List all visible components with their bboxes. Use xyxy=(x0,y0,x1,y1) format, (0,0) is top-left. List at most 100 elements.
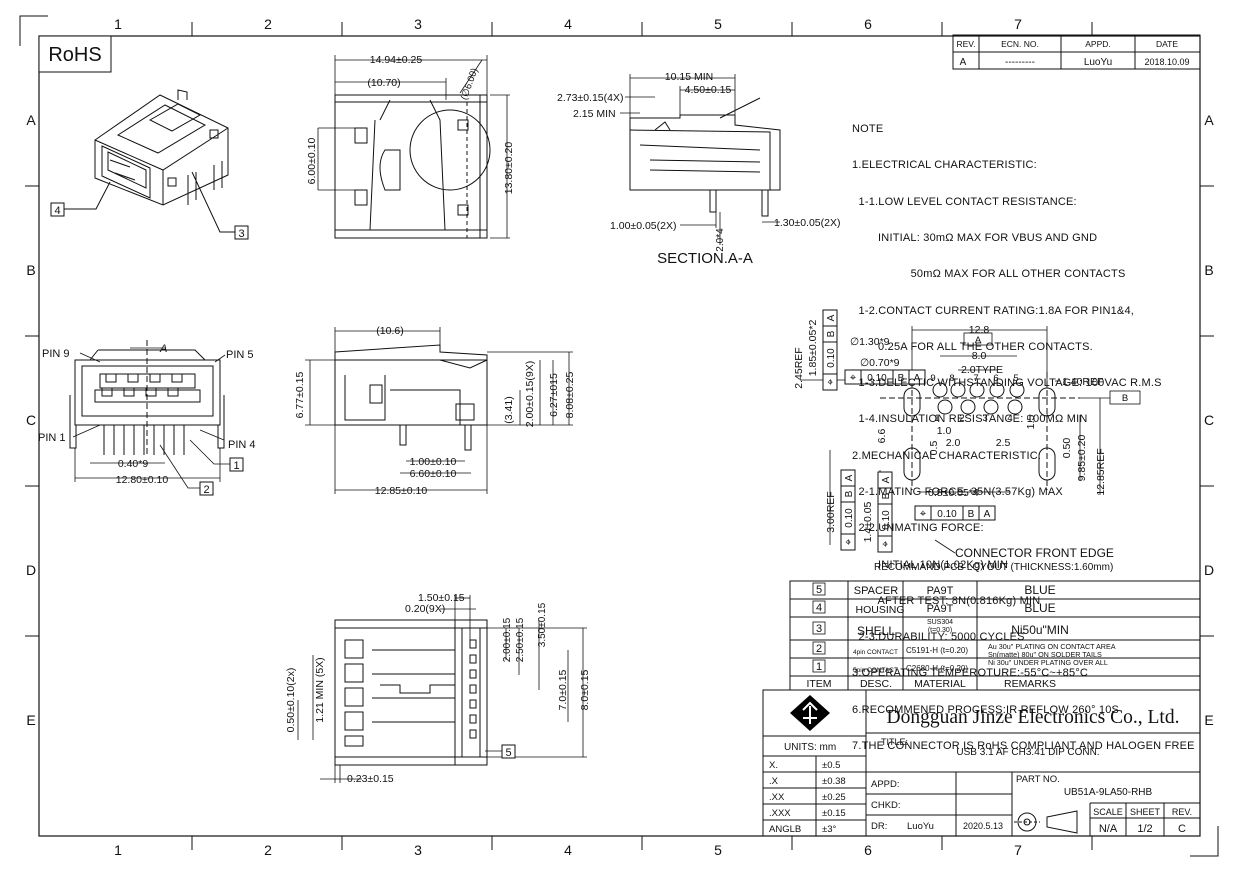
ecn-value: --------- xyxy=(1005,57,1035,68)
bom-material: C2680-H (t=0.20) xyxy=(906,664,968,673)
tolerance-datum: A xyxy=(914,373,921,384)
note-line: 1-2.CONTACT CURRENT RATING:1.8A FOR PIN1… xyxy=(852,304,1135,317)
units-label: UNITS: mm xyxy=(784,742,836,753)
front-view-dim-lines xyxy=(72,347,226,482)
pcb-dim-6-6: 6.6 xyxy=(876,429,888,444)
dim-bottom-b: 2.50±0.15 xyxy=(515,617,526,662)
pcb-dim-span: 12.8 xyxy=(969,324,990,336)
pcb-datum-b: B xyxy=(1122,393,1128,404)
dr-label: DR: xyxy=(871,821,887,832)
pcb-edge-label: CONNECTOR FRONT EDGE xyxy=(955,546,1114,560)
dim-bottom-a: 2.00±0.15 xyxy=(502,617,513,662)
note-line: 6.RECOMMENED PROCESS:IR REFLOW 260° 10S xyxy=(852,703,1120,716)
bottom-balloon-5: 5 xyxy=(485,744,516,759)
tolerance-datum: A xyxy=(844,474,855,481)
bom-remarks: BLUE xyxy=(1024,601,1055,615)
ecn-header: ECN. NO. xyxy=(1001,39,1039,49)
pcb-layout xyxy=(880,372,1080,490)
dim-overall-depth: 13.80±0.20 xyxy=(503,142,515,195)
position-icon: ⌖ xyxy=(920,508,926,520)
bom-item: 5 xyxy=(816,584,822,596)
position-icon: ⌖ xyxy=(843,539,855,545)
dim-section-post-width: 1.30±0.05(2X) xyxy=(774,217,840,229)
front-section-marker: A xyxy=(159,343,167,355)
note-line: INITIAL: 30mΩ MAX FOR VBUS AND GND xyxy=(852,232,1098,245)
zone-row-label: D xyxy=(1204,562,1214,578)
zone-labels: 1 2 3 4 5 6 7 1 2 3 4 5 6 7 A B C D E A … xyxy=(26,16,1214,858)
pcb-dim-row: 8.0 xyxy=(972,350,987,362)
title-label: TITLE: xyxy=(881,737,908,747)
bom-item: 2 xyxy=(816,643,822,655)
side-view-dim-lines xyxy=(305,327,573,494)
note-line: 1-3.DELECTIC WITHSTANDING VOLTAGE: 100VA… xyxy=(852,377,1162,390)
part-no-label: PART NO. xyxy=(1016,774,1060,785)
tolerance-value: 0.10 xyxy=(937,509,957,520)
tolerance-frame: ⌖ 0.10 B A xyxy=(914,505,996,521)
tolerance-value: ±0.15 xyxy=(822,808,846,819)
part-number: UB51A-9LA50-RHB xyxy=(1064,787,1153,798)
note-line: 2-3.DURABILITY: 5000 CYCLES xyxy=(852,631,1025,644)
zone-col-label: 2 xyxy=(264,842,272,858)
appd-label: APPD: xyxy=(871,779,900,790)
pcb-pin-number: 9 xyxy=(930,373,935,384)
side-view xyxy=(334,344,488,451)
dim-section-pitch: 2.0*4 xyxy=(715,228,726,252)
zone-col-label: 5 xyxy=(714,16,722,32)
front-view xyxy=(69,340,225,455)
pcb-pin-number: 8 xyxy=(949,373,954,384)
pcb-dim-3-00: 3.00REF xyxy=(825,491,837,532)
appd-header: APPD. xyxy=(1085,39,1111,49)
pcb-dim-1-5: 1.5 xyxy=(1025,415,1037,430)
zone-col-label: 2 xyxy=(264,16,272,32)
bom-header-desc: DESC. xyxy=(860,678,892,690)
dim-section-lip: 4.50±0.15 xyxy=(685,84,732,96)
pcb-datum-a: A xyxy=(975,335,982,346)
projection-symbol-icon xyxy=(1014,810,1078,834)
rev-value: A xyxy=(960,57,967,68)
dim-bottom-d: 7.0±0.15 xyxy=(557,669,569,710)
bom-header-material: MATERIAL xyxy=(914,678,966,690)
iso-balloon-3: 3 xyxy=(191,171,249,240)
bom-header-remarks: REMARKS xyxy=(1004,678,1056,690)
chkd-label: CHKD: xyxy=(871,800,901,811)
dim-bottom-offset: 1.50±0.15 xyxy=(418,592,465,604)
zone-row-label: E xyxy=(26,712,35,728)
tolerance-datum: A xyxy=(826,314,837,321)
section-title: SECTION.A-A xyxy=(657,250,753,267)
pcb-dim-hole-large: ∅1.30*9 xyxy=(850,336,890,348)
bom-material: SUS304 (t=0.30) xyxy=(926,619,954,634)
date-value: 2018.10.09 xyxy=(1144,57,1189,67)
dr-name: LuoYu xyxy=(907,821,934,832)
section-dim-lines xyxy=(620,74,780,245)
tolerance-key: .XX xyxy=(769,792,785,803)
note-line: NOTE xyxy=(852,123,884,136)
tolerance-datum: A xyxy=(984,509,991,520)
pcb-dim-2-5: 2.5 xyxy=(996,437,1011,449)
dim-front-width: 12.80±0.10 xyxy=(116,474,169,486)
note-line: INITIAL 10N(1.02Kg) MIN xyxy=(852,558,1009,571)
zone-row-label: D xyxy=(26,562,36,578)
isometric-view xyxy=(94,89,229,206)
zone-row-label: C xyxy=(1204,412,1214,428)
tolerance-datum: B xyxy=(844,490,855,497)
tolerance-frame: ⌖ 0.10 B A xyxy=(844,369,926,385)
position-icon: ⌖ xyxy=(825,379,837,385)
drawing-title: USB 3.1 AF CH3.41 DIP CONN. xyxy=(956,747,1099,758)
bom-desc: CONTACT xyxy=(867,667,898,674)
tolerance-key: .X xyxy=(769,776,779,787)
front-pin5-label: PIN 5 xyxy=(226,349,254,361)
balloon-label: 3 xyxy=(238,228,244,240)
bom-remarks: Ni50u"MIN xyxy=(1011,623,1069,637)
company-name: Dongguan Jinze Electronics Co., Ltd. xyxy=(887,707,1180,728)
tolerance-value: 0.10 xyxy=(826,348,837,368)
pcb-dim-slot: 1.85±0.05*2 xyxy=(807,320,819,377)
tolerance-key: .XXX xyxy=(769,808,791,819)
balloon-label: 1 xyxy=(233,460,239,472)
tolerance-value: ±0.25 xyxy=(822,792,846,803)
pcb-caption: RECOMMAND PCB LQYOUT (THICKNESS:1.60mm) xyxy=(874,562,1113,573)
note-line: 2-2.UNMATING FORCE: xyxy=(852,522,984,535)
zone-row-label: B xyxy=(1204,262,1213,278)
corner-mark xyxy=(1190,826,1219,857)
rev-header: REV. xyxy=(956,39,975,49)
drawing-frame xyxy=(38,35,1201,837)
